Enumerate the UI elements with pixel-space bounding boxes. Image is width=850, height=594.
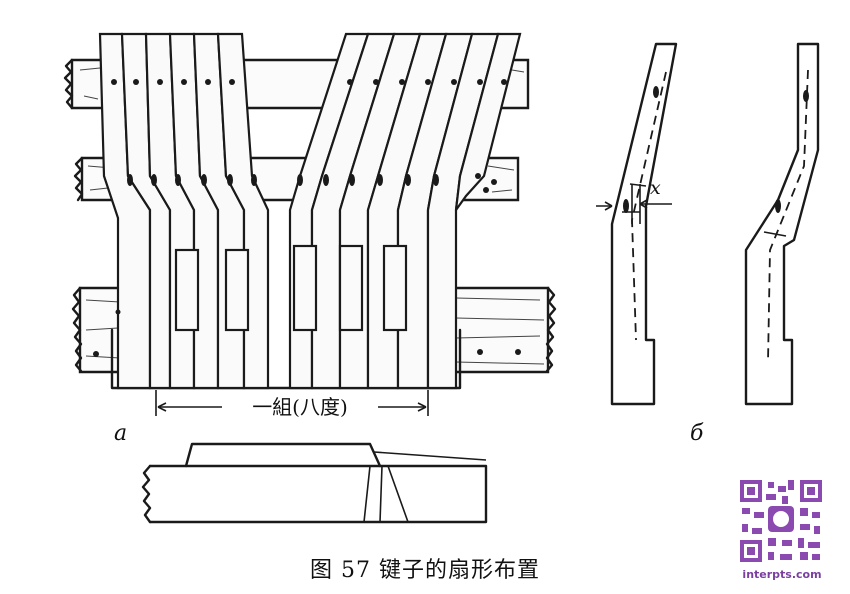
panel-a-label: a [114,421,127,446]
octave-dimension [155,390,429,416]
key-profile-right [744,42,820,406]
watermark-text: interpts.com [742,568,822,581]
key-side-section [141,442,488,524]
panel-b-label: б [690,421,704,446]
panel-b-drawing: x [596,42,820,406]
figure-caption: 图 57 键子的扇形布置 [310,558,540,583]
rail-pins [93,79,521,357]
dimension-x-label: x [650,177,661,199]
left-key-group [98,32,270,390]
octave-span-label: 一組(八度) [252,395,348,419]
qr-code-watermark [738,478,824,564]
right-key-group [288,32,522,390]
panel-a-drawing [63,32,557,416]
key-profile-left [596,42,678,406]
